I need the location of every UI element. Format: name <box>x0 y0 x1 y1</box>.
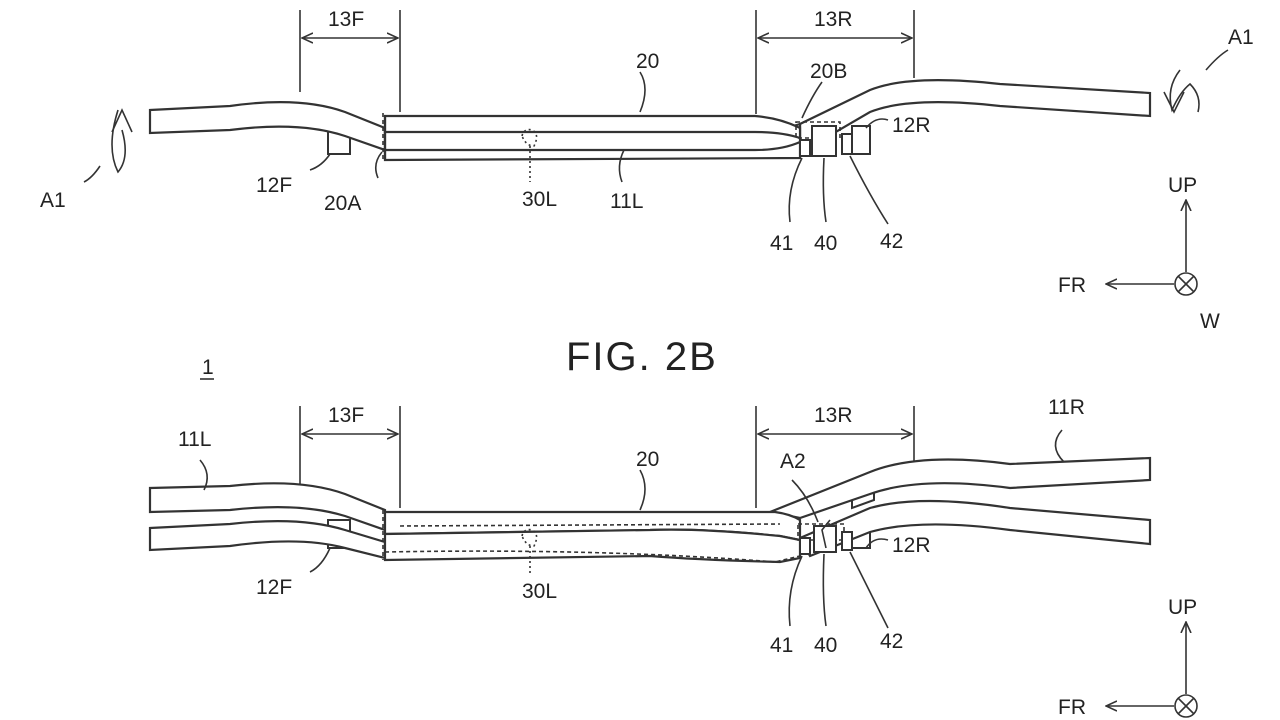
dimension-13r-lower: 13R <box>755 404 915 508</box>
label-12f-lower: 12F <box>256 576 292 599</box>
label-42-upper: 42 <box>880 230 903 253</box>
part-40-lower <box>813 525 837 553</box>
leader-12r-lower <box>865 538 889 549</box>
label-11l-upper: 11L <box>610 190 643 213</box>
leader-20-lower <box>639 469 646 511</box>
point-30l-marker-upper <box>521 128 538 147</box>
leader-12f-lower <box>309 547 331 573</box>
label-20a: 20A <box>324 192 361 215</box>
leader-11l-lower <box>199 459 208 491</box>
axes-indicator-upper: UP FR W <box>1058 174 1220 333</box>
label-41-lower: 41 <box>770 634 793 657</box>
label-11l-lower: 11L <box>178 428 211 451</box>
label-41-upper: 41 <box>770 232 793 255</box>
part-42-upper <box>841 133 853 155</box>
leader-12r-upper <box>865 118 889 129</box>
dimension-13f-upper: 13F <box>299 8 401 112</box>
leader-12f-upper <box>309 153 331 171</box>
label-42-lower: 42 <box>880 630 903 653</box>
rotation-arrow-right <box>1163 49 1229 114</box>
figure-title: FIG. 2B <box>566 335 718 379</box>
label-20-upper: 20 <box>636 50 659 73</box>
part-41-lower <box>799 537 811 555</box>
rotation-arrow-left <box>83 108 133 183</box>
label-30l-upper: 30L <box>522 188 557 211</box>
label-13r-upper: 13R <box>814 8 853 31</box>
leader-40-upper <box>822 157 827 223</box>
upper-figure: 13F 13R <box>40 8 1254 333</box>
label-13f-upper: 13F <box>328 8 364 31</box>
label-a1-right: A1 <box>1228 26 1254 49</box>
arrow-a2-shape <box>821 519 831 549</box>
label-a2: A2 <box>780 450 806 473</box>
label-20-lower: 20 <box>636 448 659 471</box>
hidden-bracket-upper <box>795 121 841 139</box>
label-13f-lower: 13F <box>328 404 364 427</box>
label-a1-left: A1 <box>40 189 66 212</box>
lower-figure: 1 13F 13R <box>148 356 1198 719</box>
axis-up-upper: UP <box>1168 174 1197 197</box>
dimension-13r-upper: 13R <box>755 8 915 114</box>
label-40-lower: 40 <box>814 634 837 657</box>
axis-fr-lower: FR <box>1058 696 1086 719</box>
label-30l-lower: 30L <box>522 580 557 603</box>
leader-11r-lower <box>1054 429 1065 463</box>
part-42-lower <box>841 531 853 551</box>
leader-40-lower <box>822 553 827 627</box>
body-tilt-hidden-edge <box>384 550 801 563</box>
leader-20a-upper <box>374 151 383 179</box>
leader-20-upper <box>639 71 646 113</box>
axes-indicator-lower: UP FR <box>1058 596 1198 719</box>
label-12f-upper: 12F <box>256 174 292 197</box>
figure-reference-number: 1 <box>202 356 214 379</box>
side-member-11r-lower <box>766 456 1152 520</box>
leader-42-upper <box>849 155 889 225</box>
axis-up-lower: UP <box>1168 596 1197 619</box>
body-hidden-edge-lower <box>399 523 781 527</box>
leader-a2 <box>791 479 819 523</box>
label-13r-lower: 13R <box>814 404 853 427</box>
leader-11l-upper <box>618 149 625 183</box>
mount-12r-upper <box>851 125 871 155</box>
part-40-upper <box>811 125 837 157</box>
axis-w: W <box>1200 310 1220 333</box>
part-41-upper <box>799 139 811 157</box>
label-20b: 20B <box>810 60 847 83</box>
label-12r-lower: 12R <box>892 534 931 557</box>
leader-42-lower <box>849 551 889 629</box>
label-40-upper: 40 <box>814 232 837 255</box>
dimension-13f-lower: 13F <box>299 404 401 508</box>
leader-41-upper <box>788 157 803 223</box>
label-11r: 11R <box>1048 396 1085 419</box>
axis-fr-upper: FR <box>1058 274 1086 297</box>
leader-20b-upper <box>801 81 823 119</box>
label-12r-upper: 12R <box>892 114 931 137</box>
leader-41-lower <box>788 555 803 627</box>
battery-body-lower-tilt <box>383 528 802 564</box>
point-30l-marker-lower <box>521 528 538 547</box>
